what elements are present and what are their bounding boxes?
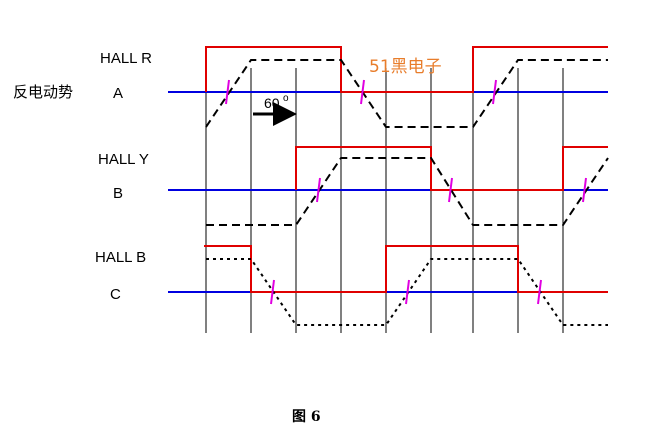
- hall-y-waveform: [295, 146, 608, 191]
- hall-y-label: HALL Y: [98, 151, 149, 168]
- back-emf-label: 反电动势: [13, 83, 73, 101]
- degree-symbol: o: [283, 93, 289, 104]
- hall-b-label: HALL B: [95, 249, 146, 266]
- timing-grid-lines: [205, 68, 564, 333]
- angle-label: 60: [264, 95, 280, 111]
- phase-a-back-emf: [205, 59, 608, 128]
- figure-caption: 图 6: [292, 409, 321, 425]
- phase-b-label: B: [113, 185, 123, 202]
- phase-b-back-emf: [206, 157, 609, 226]
- phase-a-label: A: [113, 85, 123, 102]
- hall-r-label: HALL R: [100, 50, 152, 67]
- watermark-text: 51黑电子: [369, 57, 442, 77]
- phase-c-label: C: [110, 286, 121, 303]
- hall-b-waveform: [204, 245, 608, 293]
- zero-crossing-markers: [225, 79, 587, 305]
- hall-r-waveform: [205, 46, 608, 93]
